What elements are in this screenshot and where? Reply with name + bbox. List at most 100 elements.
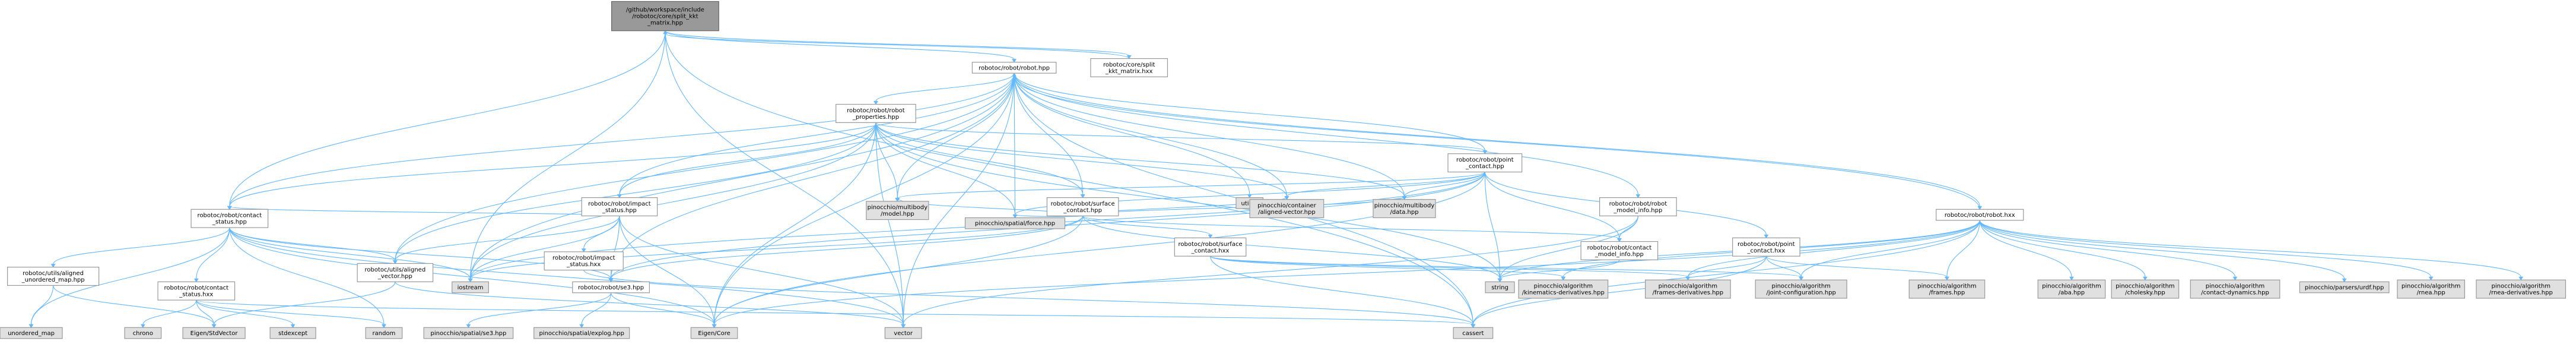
node-label-line: pinocchio/multibody [868, 204, 928, 211]
graph-node-eigen-core: Eigen/Core [690, 327, 738, 339]
graph-node-cassert: cassert [1453, 327, 1494, 339]
edge-robot-to-pin_force [1014, 73, 1016, 215]
edge-robot-to-utility [1014, 73, 1250, 195]
node-box [2299, 281, 2390, 293]
node-label-line: robotoc/robot/contact [198, 213, 262, 219]
node-box [190, 209, 269, 228]
node-label-line: /github/workspace/include [626, 7, 704, 14]
node-box [124, 327, 162, 339]
edge-arrowhead [1764, 234, 1769, 239]
edge-contact_status-to-contact_status_hxx [196, 228, 230, 279]
node-box [2111, 279, 2180, 299]
edge-se3-to-pin_explog [581, 292, 612, 325]
edge-contact_status-to-utils_unordered [53, 227, 230, 264]
edge-surface_contact-to-contact_model_info [1082, 215, 1620, 239]
edge-point_contact_hxx-to-cassert [1472, 256, 1767, 325]
node-label-line: pinocchio/algorithm [2042, 283, 2101, 290]
node-box [581, 197, 658, 217]
edge-robot_props-to-pin_model [875, 122, 898, 198]
node-label-line: /rnea-derivatives.hpp [2489, 290, 2553, 296]
graph-node-contact-model-info[interactable]: robotoc/robot/contact_model_info.hpp [1580, 241, 1659, 260]
edge-arrowhead [2518, 276, 2524, 281]
node-label-line: _vector.hpp [377, 273, 412, 280]
graph-node-robot-props[interactable]: robotoc/robot/robot_properties.hpp [836, 103, 916, 123]
graph-node-point-contact[interactable]: robotoc/robot/point_contact.hpp [1447, 153, 1523, 173]
edge-split_hxx-to-root [665, 33, 1130, 59]
edge-robot_hxx-to-eigen_core [714, 220, 1980, 325]
edge-arrowhead [712, 324, 717, 329]
edge-contact_status-to-unordered_map [30, 228, 230, 325]
edge-arrowhead [663, 30, 668, 34]
node-label-line: unordered_map [8, 330, 55, 337]
graph-node-random: random [365, 327, 403, 339]
edge-arrowhead [28, 324, 34, 329]
node-label-line: robotoc/robot/impact [552, 255, 615, 261]
graph-node-robot-model-info[interactable]: robotoc/robot/robot_model_info.hpp [1599, 197, 1677, 217]
edge-robot_hxx-to-alg_rnea_deriv [1979, 220, 2521, 277]
graph-node-impact-status-hxx[interactable]: robotoc/robot/impact_status.hxx [544, 251, 624, 271]
edge-robot-to-utils_vector [395, 73, 1015, 261]
edge-arrowhead [211, 324, 217, 329]
edge-robot-to-vector [903, 73, 1015, 325]
node-label-line: cassert [1462, 330, 1484, 337]
edge-contact_status_hxx-to-chrono [142, 299, 197, 325]
graph-node-point-contact-hxx[interactable]: robotoc/robot/point_contact.hxx [1732, 237, 1800, 257]
node-label-line: /frames.hpp [1929, 290, 1965, 296]
node-label-line: robotoc/robot/se3.hpp [578, 285, 644, 291]
edge-robot_props-to-contact_status [229, 122, 876, 207]
edge-se3-to-eigen_core [611, 292, 715, 325]
node-box [0, 327, 63, 339]
graph-node-string: string [1485, 281, 1515, 293]
edge-robot_props-to-pin_aligned [875, 122, 1287, 197]
node-label-line: /cholesky.hpp [2125, 290, 2165, 296]
node-label-line: _unordered_map.hpp [21, 277, 85, 283]
edge-robot-to-robot_model_info [1014, 73, 1638, 195]
node-box [2190, 279, 2280, 299]
edge-arrowhead [1247, 194, 1252, 198]
edge-arrowhead [290, 324, 296, 329]
graph-node-chrono: chrono [124, 327, 162, 339]
graph-node-iostream: iostream [452, 281, 489, 293]
edge-robot_hxx-to-alg_joint_config [1800, 220, 1980, 277]
edge-robot-to-impact_status [619, 73, 1015, 195]
node-label-line: /contact-dynamics.hpp [2201, 290, 2269, 296]
edge-arrowhead [1616, 238, 1622, 242]
node-label-line: robotoc/robot/surface [1051, 201, 1115, 207]
node-label-line: /model.hpp [881, 211, 914, 217]
edge-arrowhead [227, 206, 232, 210]
edge-robot-to-surface_contact [1014, 73, 1084, 195]
graph-node-contact-status-hxx[interactable]: robotoc/robot/contact_status.hxx [157, 281, 236, 301]
edge-arrowhead [581, 248, 586, 253]
node-box [423, 327, 514, 339]
node-label-line: Eigen/StdVector [190, 330, 239, 337]
edge-contact_status_hxx-to-random [196, 299, 385, 325]
node-label-line: string [1491, 285, 1508, 291]
node-label-line: pinocchio/algorithm [2402, 283, 2460, 290]
node-box [1755, 279, 1847, 299]
graph-node-split-hxx[interactable]: robotoc/core/split_kkt_matrix.hxx [1090, 58, 1168, 77]
graph-node-utils-unordered[interactable]: robotoc/utils/aligned_unordered_map.hpp [7, 267, 100, 286]
node-label-line: _status.hxx [179, 292, 213, 298]
node-label-line: /robotoc/core/split_kkt [632, 14, 698, 20]
node-box [7, 267, 100, 286]
graph-node-eigen-stdvector: Eigen/StdVector [182, 327, 246, 339]
edge-root-to-vector [665, 30, 904, 325]
graph-node-impact-status[interactable]: robotoc/robot/impact_status.hpp [581, 197, 658, 217]
graph-node-contact-status[interactable]: robotoc/robot/contact_status.hpp [190, 209, 269, 228]
edge-surface_contact_hxx-to-alg_joint_config [1210, 255, 1802, 277]
graph-node-utils-vector[interactable]: robotoc/utils/aligned_vector.hpp [357, 263, 434, 282]
node-label-line: robotoc/robot/contact [164, 285, 229, 292]
graph-node-surface-contact[interactable]: robotoc/robot/surface_contact.hpp [1046, 197, 1119, 217]
node-box [1936, 209, 2024, 221]
edge-surface_contact_hxx-to-cassert [1210, 256, 1473, 325]
graph-node-surface-contact-hxx[interactable]: robotoc/robot/surface_contact.hxx [1174, 237, 1247, 257]
node-box [866, 201, 929, 220]
edge-robot_hxx-to-alg_aba [1979, 220, 2072, 277]
node-box [572, 281, 650, 293]
graph-node-se3[interactable]: robotoc/robot/se3.hpp [572, 281, 650, 293]
node-label-line: /aba.hpp [2059, 290, 2085, 296]
graph-node-robot-hxx[interactable]: robotoc/robot/robot.hxx [1936, 209, 2024, 221]
graph-node-robot[interactable]: robotoc/robot/robot.hpp [971, 62, 1057, 74]
edge-root-to-cassert [665, 30, 1473, 325]
